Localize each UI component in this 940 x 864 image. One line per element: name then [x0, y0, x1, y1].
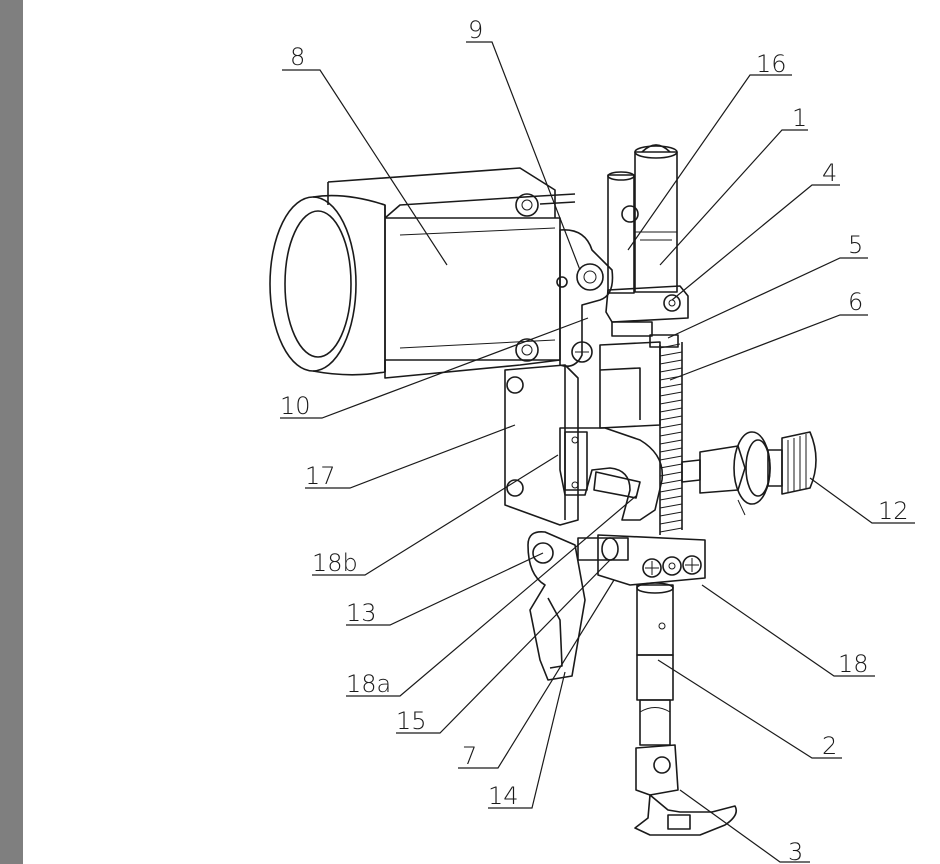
- central-body: [599, 334, 679, 429]
- lever-arm: [559, 427, 664, 521]
- linkage-plate: [556, 229, 614, 368]
- callout-18: 18: [838, 650, 869, 678]
- callout-18a: 18a: [346, 670, 391, 698]
- callout-8: 8: [290, 43, 305, 71]
- leader-12: [809, 477, 915, 524]
- callout-17: 17: [305, 462, 336, 490]
- callout-4: 4: [822, 159, 837, 187]
- leader-4: [671, 184, 840, 301]
- callout-6: 6: [848, 288, 863, 316]
- pivot-shaft: [577, 537, 629, 561]
- callout-7: 7: [462, 742, 477, 770]
- leader-17: [305, 424, 516, 489]
- leader-7: [458, 579, 615, 769]
- leader-14: [488, 671, 566, 809]
- callout-1: 1: [792, 104, 807, 132]
- motor: [269, 167, 576, 379]
- leader-5: [667, 257, 868, 339]
- leader-16: [627, 74, 792, 251]
- callout-13: 13: [346, 599, 377, 627]
- leader-1: [659, 129, 808, 266]
- leader-9: [466, 41, 581, 271]
- guide-rods: [607, 144, 678, 294]
- lower-block: [597, 534, 706, 586]
- callout-9: 9: [468, 16, 483, 44]
- callout-18b: 18b: [312, 549, 358, 577]
- callout-3: 3: [788, 838, 803, 864]
- callout-5: 5: [848, 231, 863, 259]
- leader-8: [282, 69, 448, 266]
- leader-6: [669, 314, 868, 381]
- adjuster-knob: [681, 431, 817, 516]
- callout-12: 12: [878, 497, 909, 525]
- leader-2: [657, 659, 842, 759]
- presser-foot: [634, 744, 738, 836]
- needle-bar: [636, 582, 674, 746]
- spring: [659, 342, 683, 535]
- leader-18a: [346, 495, 637, 697]
- leader-15: [396, 559, 611, 734]
- callout-16: 16: [756, 50, 787, 78]
- leader-13: [346, 552, 544, 626]
- leader-18b: [312, 454, 559, 576]
- callout-14: 14: [488, 782, 519, 810]
- callout-2: 2: [822, 732, 837, 760]
- callout-15: 15: [396, 707, 427, 735]
- leader-3: [679, 789, 810, 863]
- leader-18: [701, 584, 875, 677]
- hand-lever: [527, 530, 586, 681]
- callout-labels: 8 9 16 1 4 5 6 10 17 12 18b 13 18 18a 15…: [280, 16, 909, 864]
- clamp-block: [605, 285, 689, 337]
- side-bar: [0, 0, 23, 864]
- leader-10: [280, 317, 589, 419]
- leader-lines: [280, 41, 915, 863]
- mounting-plate: [504, 364, 579, 526]
- callout-10: 10: [280, 392, 311, 420]
